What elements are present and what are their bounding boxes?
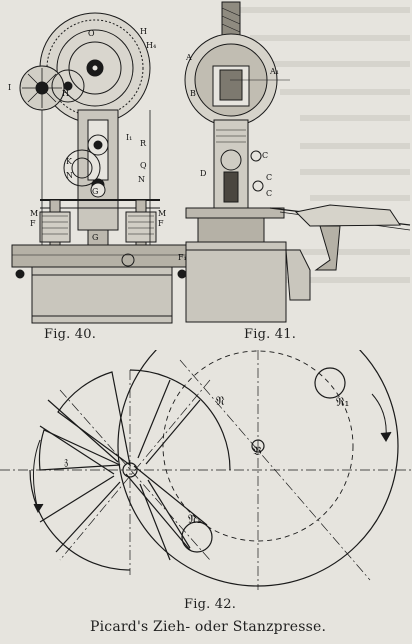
construction-lines <box>0 350 412 590</box>
fig41-label-A1: A₁ <box>269 67 279 76</box>
fig40-label-H-small: H <box>62 89 69 98</box>
fig40-label-M-left: M <box>30 209 38 218</box>
fig40-label-N-right: N <box>138 175 145 184</box>
fig41-label-C2: C <box>266 173 272 182</box>
fig40-label-N-left: N <box>66 171 73 180</box>
fig40-label-O: O <box>88 29 95 38</box>
fig41-label-A: A <box>185 53 192 62</box>
fig41-press-side-view <box>184 1 411 323</box>
fig40-label-Q: Q <box>140 161 147 170</box>
cross-disc-outline <box>57 371 131 467</box>
rotation-arrows <box>32 393 392 514</box>
fig41-caption: Fig. 41. <box>244 327 297 342</box>
fig40-label-I: I <box>8 83 11 92</box>
fig40-label-I1: I₁ <box>126 133 132 142</box>
fig42-label-B: 𝔅 <box>253 444 262 458</box>
left-rotation-arrow <box>32 439 41 511</box>
fig42-label-Z: 𝔷 <box>64 454 68 468</box>
bleed-through-text <box>200 7 410 283</box>
fig42-labels: 𝔑 𝔑₁ 𝔅 𝔷 𝔑₁ <box>64 394 349 526</box>
fig42-label-R1-bottom: 𝔑₁ <box>188 512 201 526</box>
large-wheel-pitch-circle <box>162 350 354 542</box>
fig40-label-R: R <box>140 139 147 148</box>
fig40-caption: Fig. 40. <box>44 327 97 342</box>
fig40-label-G2: G <box>92 233 98 242</box>
fig40-label-H4: H₄ <box>146 41 156 50</box>
figures-40-41-engraving: O H H₄ I H I₁ R K Q N N G M M F F G F₁ <box>8 1 411 324</box>
fig40-label-F-right: F <box>158 219 164 228</box>
fig41-labels: A A₁ B C C D C <box>185 53 279 198</box>
fig40-press-front-view <box>11 12 191 324</box>
fig42-caption: Fig. 42. <box>184 597 237 612</box>
fig40-label-F-left: F <box>30 219 36 228</box>
fig40-label-K: K <box>66 157 73 166</box>
fig42-label-R: 𝔑 <box>216 394 225 408</box>
fig40-labels: O H H₄ I H I₁ R K Q N N G M M F F G F₁ <box>8 27 187 262</box>
plate-title: Picard's Zieh- oder Stanzpresse. <box>90 619 327 635</box>
fig42-label-R1-top: 𝔑₁ <box>336 395 349 409</box>
fig40-label-F1: F₁ <box>178 253 187 262</box>
fig40-label-M-right: M <box>158 209 166 218</box>
fig40-label-G: G <box>92 187 98 196</box>
right-rotation-arrow <box>371 393 387 439</box>
fig42-disc-diagram: 𝔑 𝔑₁ 𝔅 𝔷 𝔑₁ <box>0 350 412 590</box>
fig41-label-D: D <box>200 169 206 178</box>
fig41-label-C1: C <box>262 151 268 160</box>
fig41-label-B: B <box>190 89 196 98</box>
fig40-label-H: H <box>140 27 147 36</box>
fig41-label-C3: C <box>266 189 272 198</box>
